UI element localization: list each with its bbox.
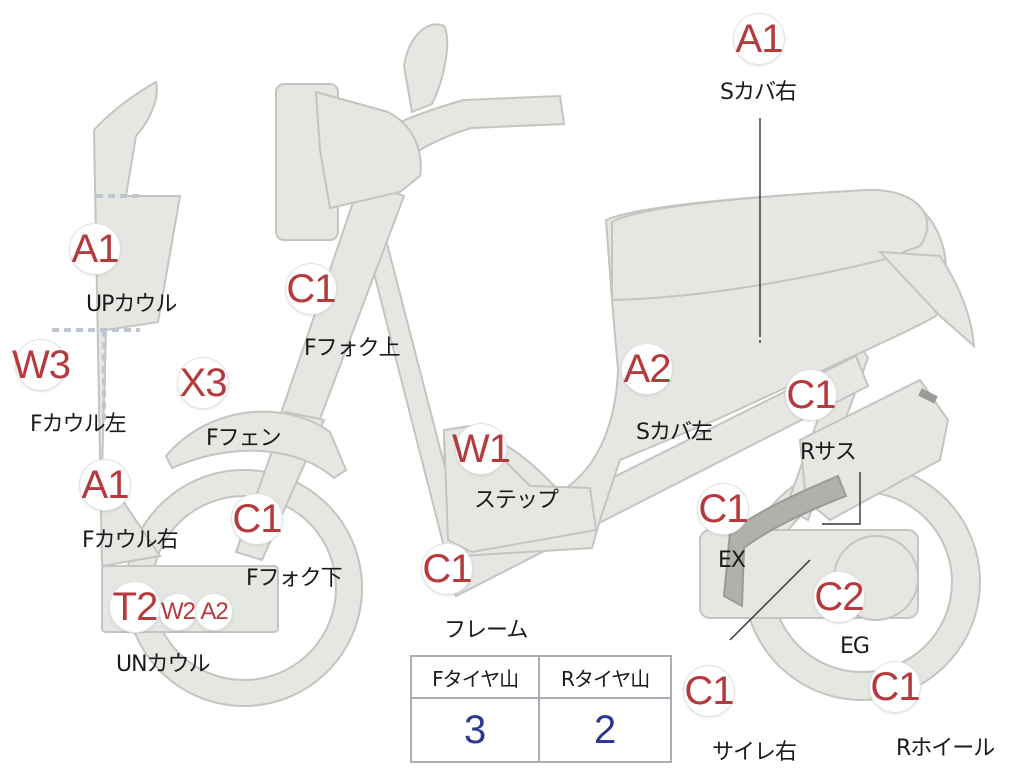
frame-grade: C1 [422, 544, 473, 594]
r-suspension-grade: C1 [786, 370, 837, 420]
f-cowl-right-label: Fカウル右 [82, 528, 179, 553]
f-cowl-left-label: Fカウル左 [30, 412, 127, 437]
f-fork-upper-label: Fフォク上 [304, 336, 401, 361]
front-tire-value: 3 [409, 697, 541, 763]
muffler-tip [918, 388, 938, 404]
tail-cowl [877, 250, 976, 349]
r-suspension-label: Rサス [800, 440, 857, 465]
engine-label: EG [840, 634, 870, 659]
s-cover-left-grade: A2 [622, 344, 672, 394]
s-cover-right-grade: A1 [734, 14, 784, 64]
mirror [402, 23, 449, 114]
up-cowl-label: UPカウル [86, 292, 177, 317]
s-cover-right-label: Sカバ右 [720, 80, 797, 105]
r-suspension-leader [822, 472, 861, 525]
exhaust-label: EX [718, 548, 746, 573]
under-cowl-grade-3: A2 [196, 594, 232, 630]
f-fender-grade: X3 [178, 358, 228, 408]
engine-grade: C2 [814, 572, 865, 622]
muffler-right-grade: C1 [684, 666, 735, 716]
r-wheel-label: Rホイール [896, 736, 995, 761]
tire-tread-table: Fタイヤ山 Rタイヤ山 3 2 [409, 655, 672, 763]
frame-label: フレーム [444, 618, 528, 643]
exhaust-pipe [722, 474, 848, 608]
f-cowl-left-grade: W3 [12, 340, 71, 390]
muffler-right-label: サイレ右 [712, 740, 797, 765]
exhaust-grade: C1 [698, 484, 749, 534]
under-cowl-grade-2: W2 [160, 594, 196, 630]
step-label: ステップ [474, 488, 559, 513]
front-fender [164, 410, 348, 480]
r-wheel-grade: C1 [870, 662, 921, 712]
rear-tire-value: 2 [538, 697, 672, 763]
f-fender-label: Fフェン [206, 426, 282, 451]
headlight-housing [314, 90, 422, 210]
rear-tire-header: Rタイヤ山 [538, 655, 672, 699]
f-fork-lower-label: Fフォク下 [246, 566, 343, 591]
s-cover-left-label: Sカバ左 [636, 420, 713, 445]
f-fork-upper-grade: C1 [286, 264, 337, 314]
seat [611, 188, 929, 302]
front-tire-header: Fタイヤ山 [409, 655, 541, 699]
front-cowl [92, 80, 182, 568]
muffler-right-leader [729, 559, 811, 641]
under-cowl-label: UNカウル [116, 652, 211, 677]
f-fork-lower-grade: C1 [232, 494, 283, 544]
step-grade: W1 [452, 424, 511, 474]
up-cowl-grade: A1 [70, 224, 120, 274]
under-cowl-grade-1: T2 [110, 582, 160, 632]
f-cowl-right-grade: A1 [80, 460, 130, 510]
